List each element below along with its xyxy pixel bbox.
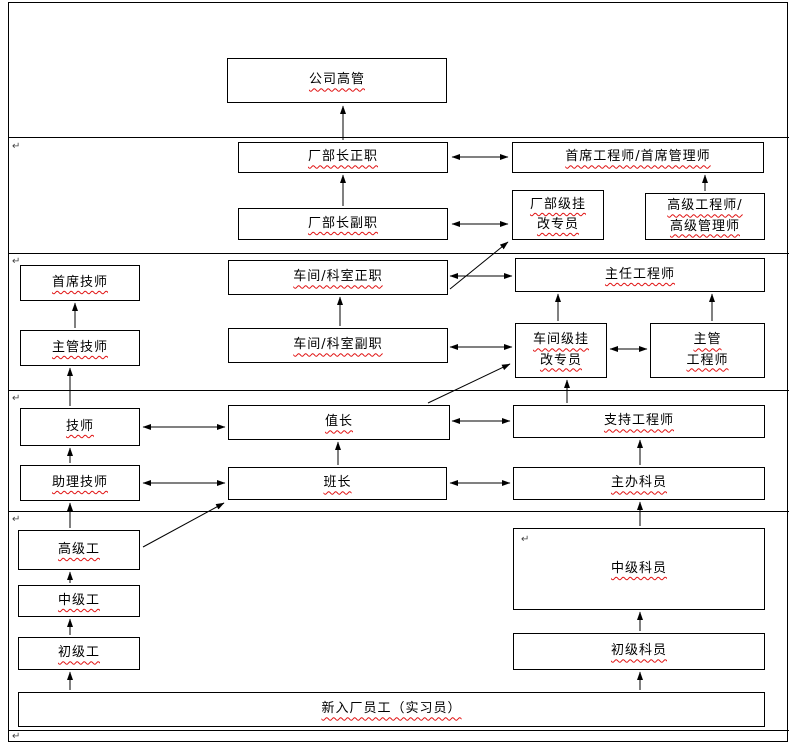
node-chief-engineer-chief-manager: 首席工程师/首席管理师 [512, 142, 764, 173]
node-label-intermediate-clerk: 中级科员 [610, 560, 667, 576]
node-new-employee-intern: 新入厂员工（实习员） [18, 692, 765, 727]
page-border-frame [8, 2, 788, 742]
node-label-chief-engineer-chief-manager: 首席工程师/首席管理师 [565, 149, 711, 165]
node-label-supervisor-technician: 主管技师 [51, 339, 108, 355]
node-label-junior-clerk: 初级科员 [610, 643, 667, 659]
node-label-workshop-section-deputy: 车间/科室副职 [293, 337, 383, 353]
node-label-workshop-section-principal: 车间/科室正职 [293, 269, 383, 285]
node-workshop-level-reform-specialist: 车间级挂 改专员 [515, 323, 607, 378]
node-label-junior-worker: 初级工 [57, 645, 100, 661]
node-assistant-technician: 助理技师 [20, 465, 140, 501]
node-label-plant-level-reform-specialist: 厂部级挂 改专员 [529, 196, 586, 232]
node-intermediate-worker: 中级工 [18, 585, 140, 617]
node-label-company-executives: 公司高管 [308, 72, 365, 88]
paragraph-mark-icon: ↵ [12, 393, 21, 404]
node-plant-level-reform-specialist: 厂部级挂 改专员 [512, 190, 604, 240]
paragraph-mark-icon: ↵ [521, 534, 530, 545]
node-director-engineer: 主任工程师 [515, 258, 765, 292]
paragraph-mark-icon: ↵ [12, 141, 21, 152]
paragraph-mark-icon: ↵ [12, 256, 21, 267]
band-divider-line [8, 253, 789, 254]
node-supervisor-engineer: 主管 工程师 [650, 323, 765, 378]
node-label-support-engineer: 支持工程师 [603, 413, 674, 429]
node-label-assistant-technician: 助理技师 [51, 474, 108, 490]
node-label-supervisor-engineer: 主管 工程师 [686, 332, 729, 368]
paragraph-mark-icon: ↵ [12, 514, 21, 525]
node-label-technician: 技师 [65, 418, 94, 434]
node-support-engineer: 支持工程师 [513, 405, 765, 438]
node-workshop-section-principal: 车间/科室正职 [228, 260, 448, 295]
node-label-team-leader: 班长 [323, 475, 352, 491]
node-junior-clerk: 初级科员 [513, 633, 765, 670]
band-divider-line [8, 511, 789, 512]
node-senior-worker: 高级工 [18, 530, 140, 570]
node-chief-clerk: 主办科员 [513, 467, 765, 500]
node-team-leader: 班长 [228, 467, 447, 500]
paragraph-mark-icon: ↵ [12, 731, 21, 742]
node-label-intermediate-worker: 中级工 [57, 592, 100, 608]
node-senior-engineer-senior-manager: 高级工程师/ 高级管理师 [645, 193, 765, 240]
node-label-director-engineer: 主任工程师 [604, 266, 675, 282]
band-divider-line [8, 137, 789, 138]
node-plant-director-deputy: 厂部长副职 [238, 208, 448, 240]
node-chief-technician: 首席技师 [20, 265, 140, 301]
node-label-shift-leader: 值长 [324, 414, 353, 430]
node-junior-worker: 初级工 [18, 637, 140, 670]
node-label-plant-director-deputy: 厂部长副职 [307, 215, 378, 231]
node-label-new-employee-intern: 新入厂员工（实习员） [321, 701, 462, 717]
node-label-chief-technician: 首席技师 [51, 274, 108, 290]
band-divider-line [8, 730, 789, 731]
node-intermediate-clerk: 中级科员 [513, 528, 765, 610]
node-label-plant-director-principal: 厂部长正职 [307, 149, 378, 165]
node-company-executives: 公司高管 [227, 58, 447, 103]
node-technician: 技师 [20, 408, 140, 446]
node-workshop-section-deputy: 车间/科室副职 [228, 328, 448, 363]
node-shift-leader: 值长 [228, 405, 450, 440]
node-plant-director-principal: 厂部长正职 [238, 142, 448, 173]
node-label-chief-clerk: 主办科员 [610, 475, 667, 491]
band-divider-line [8, 390, 789, 391]
node-label-senior-engineer-senior-manager: 高级工程师/ 高级管理师 [667, 198, 743, 234]
node-label-senior-worker: 高级工 [57, 541, 100, 557]
node-label-workshop-level-reform-specialist: 车间级挂 改专员 [532, 332, 589, 368]
node-supervisor-technician: 主管技师 [20, 330, 140, 366]
